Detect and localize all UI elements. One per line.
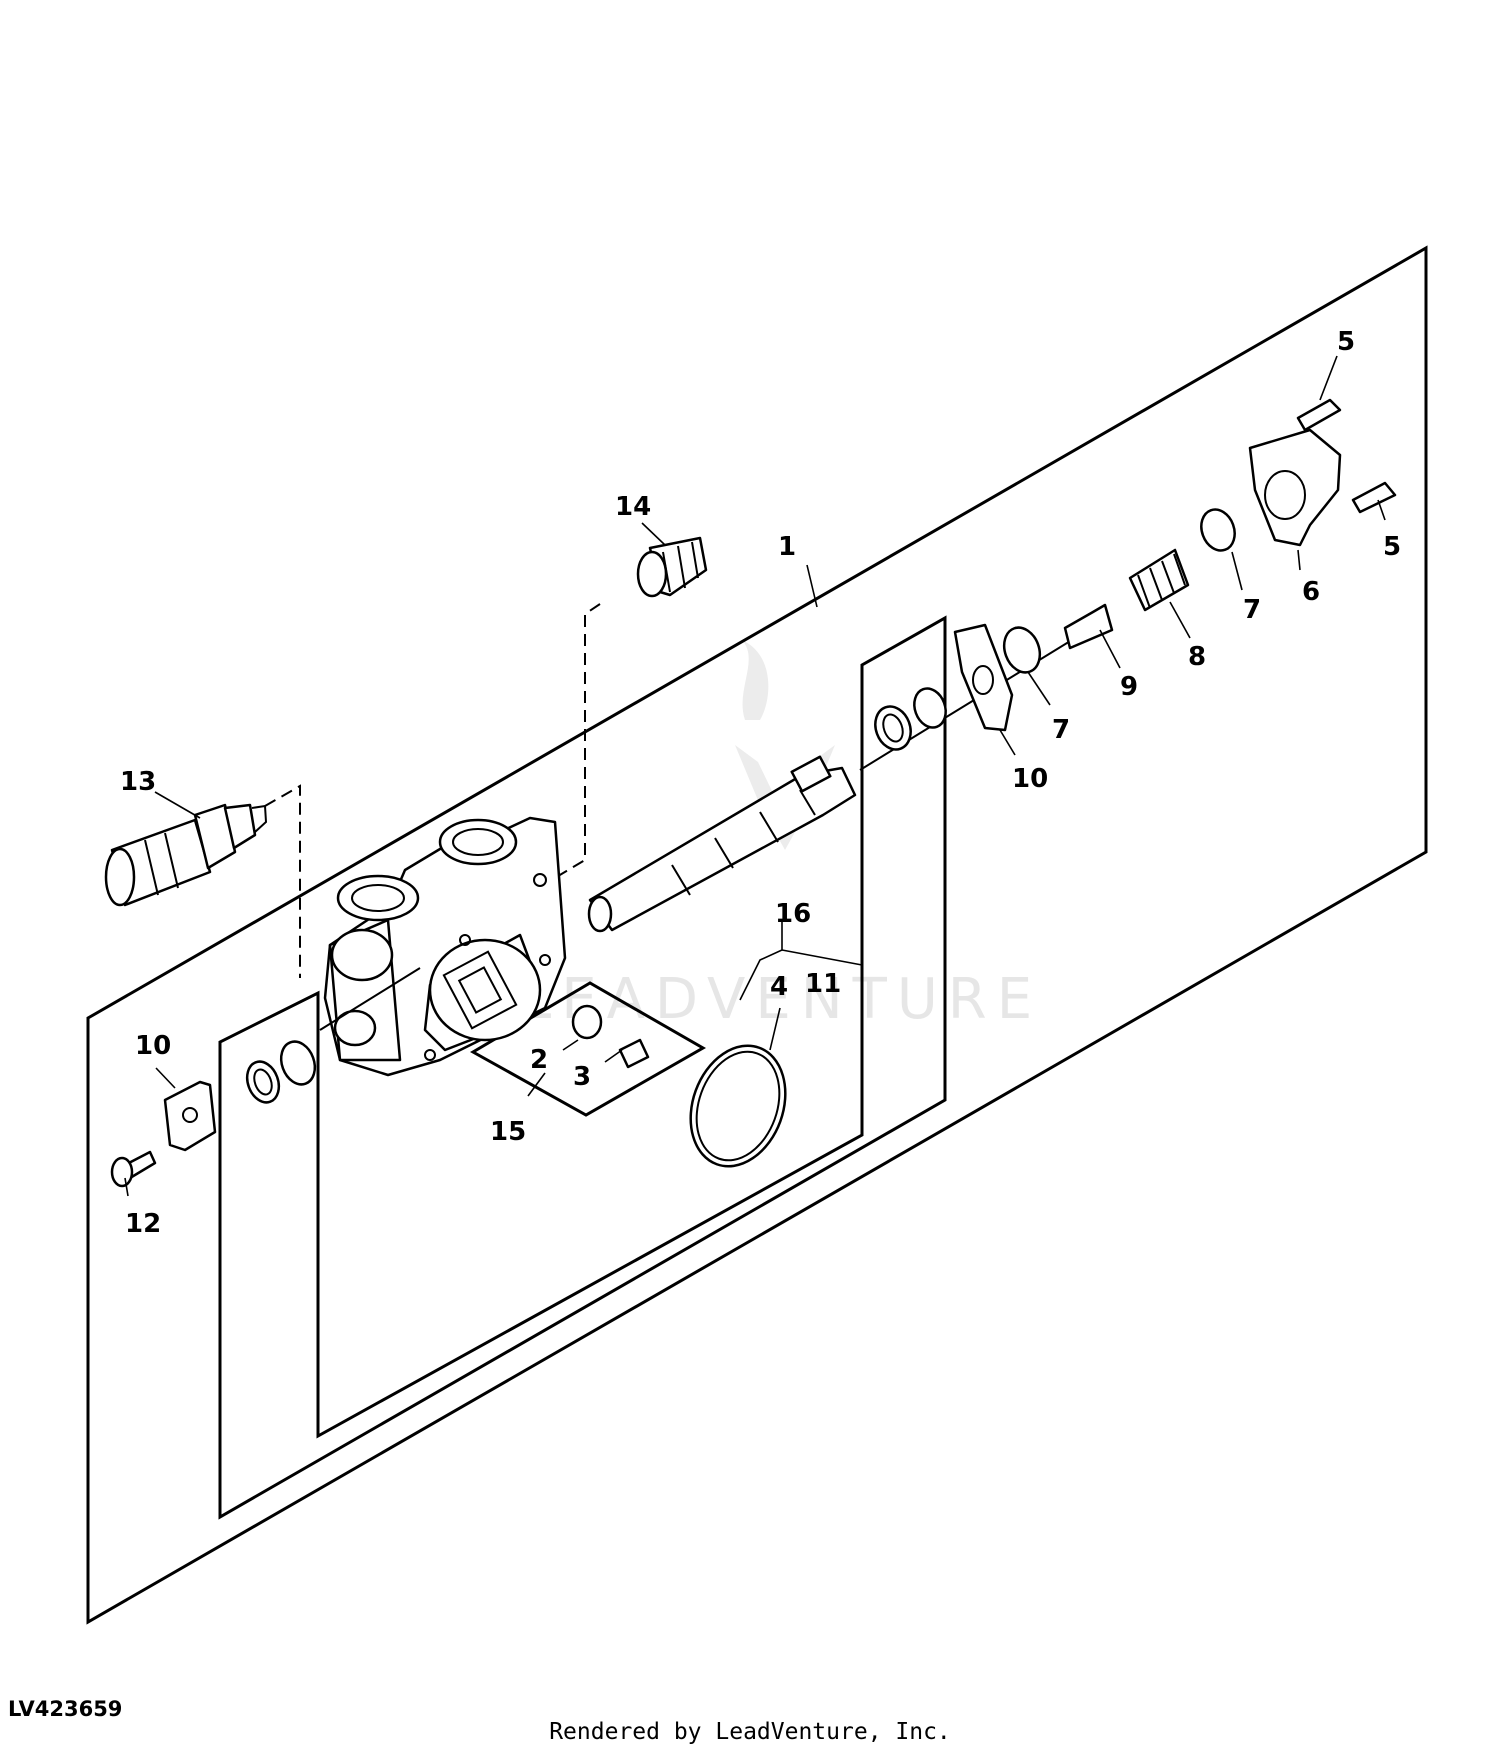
callout-5a: 5 [1337, 327, 1355, 357]
callouts: 1 2 3 4 5 5 6 7 7 8 9 10 10 11 12 13 14 … [120, 327, 1401, 1239]
end-plate-10-right [953, 623, 1014, 732]
render-credit: Rendered by LeadVenture, Inc. [549, 1719, 951, 1745]
frame-kit-15 [469, 981, 707, 1117]
callout-14: 14 [615, 492, 651, 522]
spring-cap-6 [1248, 428, 1342, 547]
callout-5b: 5 [1383, 532, 1401, 562]
frame-kit-16 [218, 615, 947, 1520]
callout-16: 16 [775, 899, 811, 929]
callout-8: 8 [1188, 642, 1206, 672]
callout-10b: 10 [135, 1031, 171, 1061]
stop-bolt-9 [1063, 603, 1114, 650]
spool [587, 755, 857, 933]
check-spring-3 [618, 1038, 650, 1069]
callout-15: 15 [490, 1117, 526, 1147]
spring-seat-7-upper [1200, 508, 1236, 552]
seal-ring-right [874, 687, 947, 751]
dash-line-14 [547, 603, 601, 883]
callout-2: 2 [530, 1045, 548, 1075]
o-ring-4 [689, 1044, 787, 1168]
relief-plug-14 [636, 536, 708, 598]
callout-7b: 7 [1243, 595, 1261, 625]
cap-screw-5-upper [1296, 398, 1342, 432]
cap-screw-12 [110, 1150, 157, 1188]
dash-line-13 [264, 784, 301, 978]
callout-13: 13 [120, 767, 156, 797]
check-poppet-2 [571, 1004, 603, 1040]
figure-id: LV423659 [8, 1697, 123, 1721]
valve-body [323, 816, 567, 1077]
leader-lines [124, 355, 1386, 1197]
spring-seat-7-lower [1002, 626, 1042, 674]
relief-cartridge-13 [104, 803, 268, 907]
callout-12: 12 [125, 1209, 161, 1239]
end-plate-10-left [163, 1080, 217, 1152]
callout-6: 6 [1302, 577, 1320, 607]
spring-8 [1128, 548, 1190, 612]
callout-3: 3 [573, 1062, 591, 1092]
frame-assembly-1 [86, 245, 1428, 1625]
cap-screw-5-lower [1351, 481, 1397, 514]
seal-ring-left [245, 1040, 317, 1104]
callout-7a: 7 [1052, 715, 1070, 745]
callout-11: 11 [805, 969, 841, 999]
callout-9: 9 [1120, 672, 1138, 702]
callout-10a: 10 [1012, 764, 1048, 794]
callout-4: 4 [770, 972, 788, 1002]
callout-1: 1 [778, 532, 796, 562]
